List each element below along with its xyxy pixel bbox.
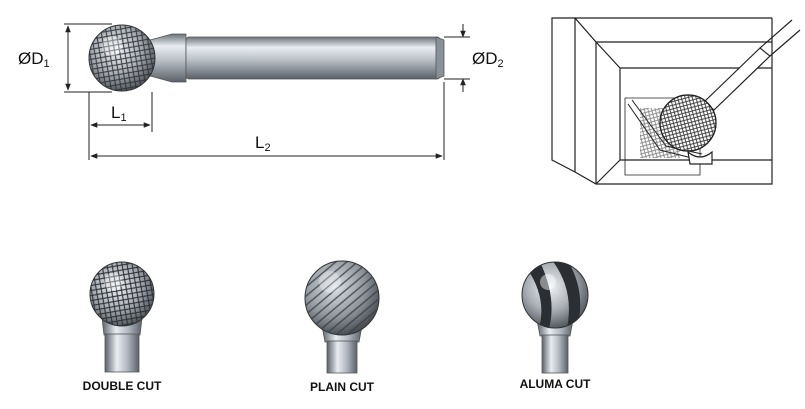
aluma-cut-label: ALUMA CUT	[520, 377, 592, 391]
l1-label: L1	[111, 103, 127, 124]
double-cut-burr	[89, 261, 155, 373]
l1-dimension: L1	[88, 92, 153, 132]
main-burr-shank	[185, 36, 441, 80]
l2-dimension: L2	[88, 82, 445, 160]
d1-label: ØD1	[18, 49, 50, 70]
plain-cut-label: PLAIN CUT	[310, 380, 375, 394]
d1-dimension: ØD1	[18, 23, 112, 93]
main-burr	[88, 24, 445, 92]
application-sketch	[551, 17, 801, 185]
workpiece-cavity	[595, 41, 772, 185]
l2-label: L2	[255, 133, 271, 154]
d2-label: ØD2	[472, 49, 504, 70]
workpiece-outline	[551, 17, 773, 185]
d2-dimension: ØD2	[444, 24, 504, 92]
aluma-cut-burr	[521, 261, 589, 374]
double-cut-label: DOUBLE CUT	[83, 379, 162, 393]
plain-cut-burr	[304, 260, 380, 374]
